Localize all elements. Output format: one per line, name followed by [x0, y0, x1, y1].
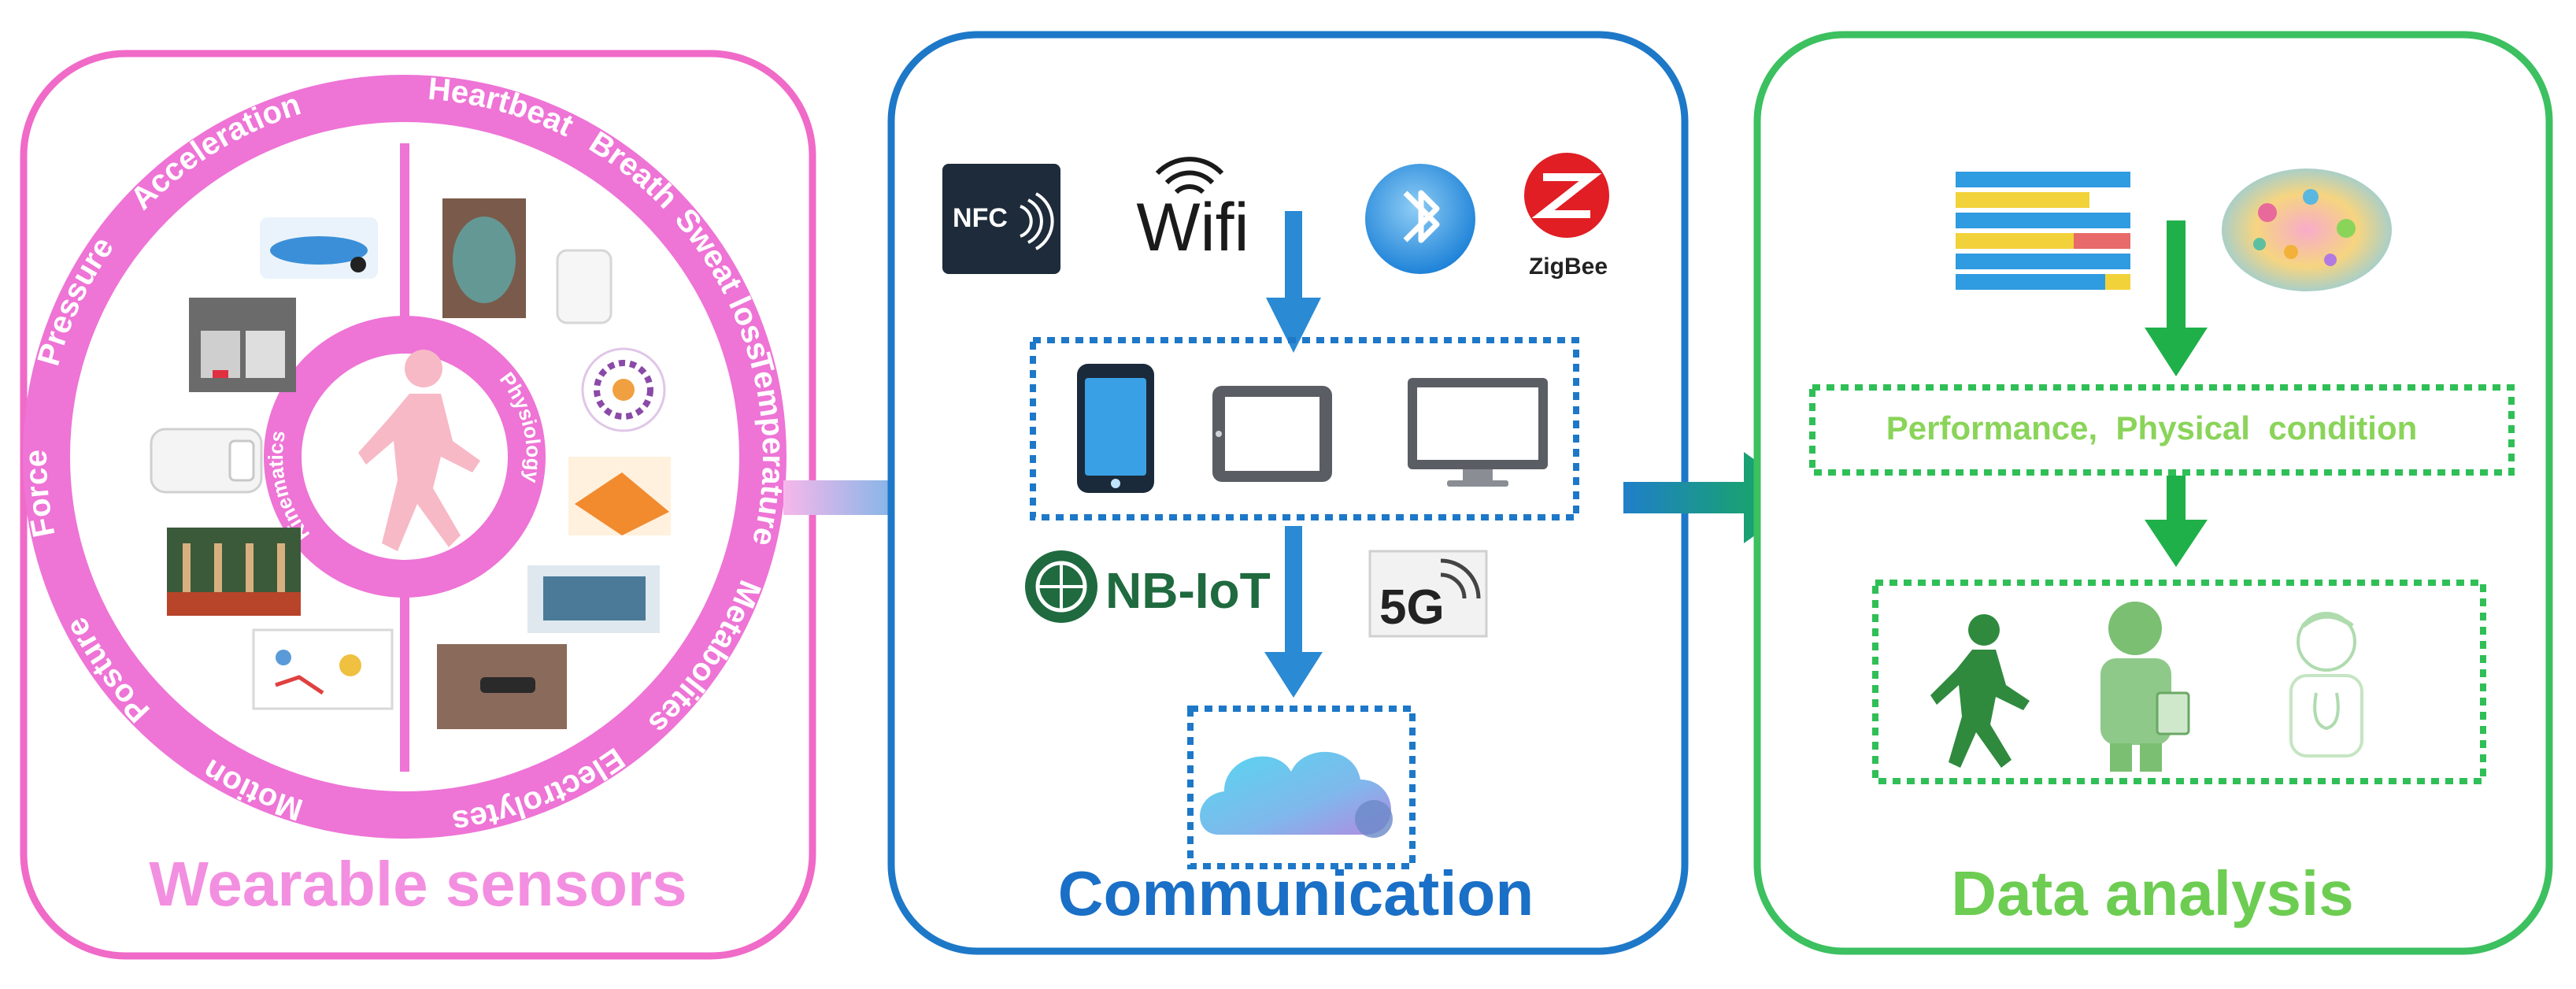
stakeholders-box [1872, 580, 2486, 784]
cloud-icon [1200, 751, 1393, 838]
monitor-icon [1408, 378, 1548, 487]
breath-sensor-icon [556, 249, 613, 324]
zigbee-label: ZigBee [1529, 254, 1608, 280]
zigbee-icon: ZigBee [1524, 153, 1609, 280]
nb-iot-icon: NB-IoT [1025, 550, 1271, 623]
communication-panel: NFC Wifi ZigBee [887, 31, 1689, 955]
flow-arrow-to-result [2145, 220, 2208, 376]
wifi-label: Wifi [1136, 190, 1249, 265]
wearable-sensors-title: Wearable sensors [149, 849, 687, 919]
pressure-sensor-photo [189, 298, 296, 392]
smartphone-icon [1077, 364, 1154, 493]
nb-iot-label: NB-IoT [1105, 562, 1271, 619]
motion-sensor-figure [252, 628, 394, 710]
doctor-icon [2289, 612, 2363, 757]
data-bars-icon [1956, 172, 2130, 290]
result-box [1809, 384, 2515, 476]
flow-arrow-to-cloud [1264, 526, 1323, 698]
coach-icon [2100, 602, 2190, 772]
metabolites-sensor-icon [527, 565, 660, 633]
5g-label: 5G [1379, 580, 1445, 635]
nfc-label: NFC [953, 203, 1008, 233]
runner-icon [1930, 614, 2030, 768]
force-sensor-icon [150, 428, 263, 494]
result-text: Performance, Physical condition [1886, 409, 2418, 446]
temperature-sensor-icon [568, 457, 671, 535]
wearable-sensors-panel: Motion Posture Force Pressure Accelerati… [19, 50, 816, 960]
5g-icon: 5G [1368, 550, 1488, 638]
data-analysis-panel: Performance, Physical condition Data ana… [1753, 31, 2553, 955]
electrolytes-sensor-photo [437, 644, 567, 729]
brain-icon [2222, 169, 2392, 291]
communication-title: Communication [1058, 858, 1534, 928]
wifi-icon: Wifi [1136, 157, 1249, 265]
devices-group-box [1030, 337, 1579, 520]
flow-arrow-to-devices [1266, 211, 1321, 353]
cloud-group-box [1187, 706, 1416, 869]
flow-arrow-to-stakeholders [2145, 476, 2208, 567]
runner-center-icon [358, 350, 480, 551]
data-analysis-title: Data analysis [1951, 858, 2353, 928]
acceleration-sensor-icon [260, 217, 378, 279]
heartbeat-sensor-photo [442, 198, 526, 318]
bluetooth-icon [1365, 164, 1475, 274]
tablet-icon [1212, 386, 1332, 482]
data-analysis-frame [1753, 31, 2553, 955]
posture-sensor-photo [167, 528, 301, 616]
nfc-icon: NFC [942, 164, 1060, 274]
sweat-sensor-icon [581, 347, 666, 432]
